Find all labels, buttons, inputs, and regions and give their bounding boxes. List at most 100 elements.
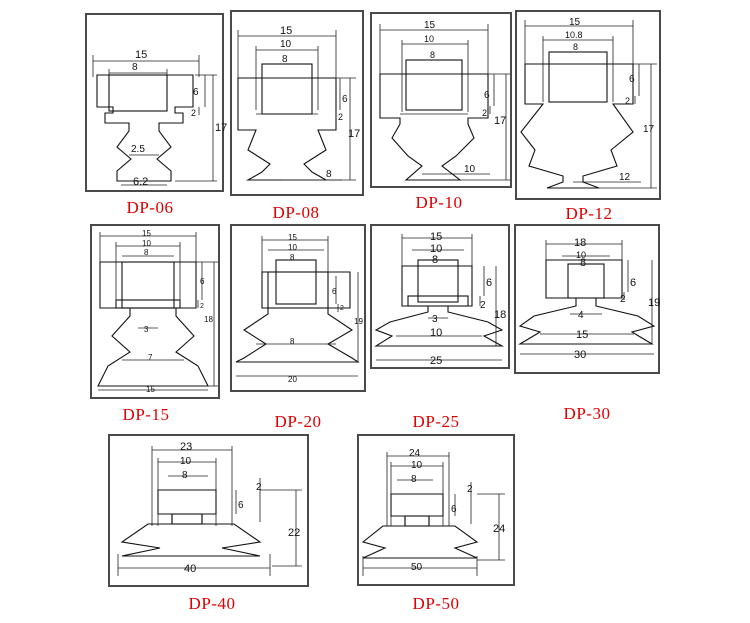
dim-cup-dp25: 10 [430, 327, 442, 339]
dim-upper-dp08: 6 [342, 94, 348, 105]
panel-dp06: 15 8 17 6 2 2.5 6.2 [85, 13, 227, 192]
dim-base-dp20: 20 [288, 375, 297, 384]
dim-mid-dp08: 10 [280, 39, 292, 50]
dim-inner-dp06: 8 [132, 62, 138, 73]
dim-cup-dp10: 10 [464, 164, 476, 175]
dim-cup-dp08: 8 [326, 169, 332, 180]
dim-mid-dp50: 10 [411, 460, 423, 471]
dim-upper-dp40: 6 [238, 500, 244, 511]
panel-dp30: 18 10 8 4 15 30 19 6 2 [514, 224, 660, 374]
dim-base-dp40: 40 [184, 563, 196, 575]
caption-dp10: DP-10 [415, 193, 463, 212]
dim-neck-dp06: 2.5 [131, 144, 145, 155]
dim-inner-dp08: 8 [282, 54, 288, 65]
dim-mid-dp40: 10 [180, 456, 192, 467]
dim-top-dp20: 15 [288, 233, 297, 242]
dim-step-dp15: 2 [200, 303, 204, 310]
dim-upper-dp30: 6 [630, 277, 636, 289]
dim-step-dp12: 2 [625, 96, 630, 106]
dim-top-dp40: 23 [180, 441, 192, 453]
dim-upper-dp50: 6 [451, 504, 457, 515]
caption-dp20: DP-20 [274, 412, 322, 431]
panel-dp40: 23 10 8 40 22 6 2 [108, 434, 309, 587]
dim-cup-dp15: 7 [148, 353, 153, 362]
drawing-dp50: 24 10 8 50 24 6 2 [361, 448, 505, 576]
dim-base-dp30: 30 [574, 349, 586, 361]
dim-step-dp20: 2 [340, 305, 344, 312]
dim-step-dp40: 2 [256, 482, 262, 493]
caption-dp50: DP-50 [412, 594, 460, 613]
caption-dp08: DP-08 [272, 203, 320, 222]
panel-dp25: 15 10 8 3 10 25 18 6 2 [370, 224, 510, 369]
dim-mid-dp30: 10 [576, 250, 586, 260]
dim-height-dp20: 19 [354, 317, 363, 326]
dim-inner-dp10: 8 [430, 50, 435, 60]
dim-step-dp25: 2 [480, 300, 486, 311]
dim-neck-dp25: 3 [432, 314, 438, 325]
dim-mid-dp20: 10 [288, 243, 297, 252]
dim-mid-dp25: 10 [430, 243, 442, 255]
dim-height-dp10: 17 [494, 115, 506, 127]
caption-dp40: DP-40 [188, 594, 236, 613]
dim-neck-dp30: 4 [578, 310, 584, 321]
dim-top-dp06: 15 [135, 49, 147, 61]
drawing-dp20: 15 10 8 8 20 19 6 2 [235, 233, 363, 384]
dim-step-dp08: 2 [338, 112, 343, 122]
dim-upper-dp06: 6 [193, 87, 199, 98]
panel-dp10: 15 10 8 17 6 2 10 [370, 12, 512, 188]
panel-dp50: 24 10 8 50 24 6 2 [357, 434, 515, 586]
dim-top-dp30: 18 [574, 237, 586, 249]
dim-height-dp40: 22 [288, 527, 300, 539]
dim-base-dp50: 50 [411, 562, 423, 573]
caption-dp15: DP-15 [122, 405, 170, 424]
dim-cup-dp12: 12 [619, 172, 631, 183]
dim-height-dp25: 18 [494, 309, 506, 321]
dim-height-dp12: 17 [643, 124, 655, 135]
dim-inner-dp12: 8 [573, 42, 578, 52]
drawing-dp08: 15 10 8 17 6 2 8 [237, 25, 360, 181]
dim-top-dp12: 15 [569, 17, 581, 28]
dim-inner-dp20: 8 [290, 253, 295, 262]
drawing-dp06: 15 8 17 6 2 2.5 6.2 [92, 49, 227, 188]
dim-step-dp06: 2 [191, 108, 196, 118]
dim-base-dp25: 25 [430, 355, 442, 367]
dim-height-dp30: 19 [648, 297, 660, 309]
drawing-dp30: 18 10 8 4 15 30 19 6 2 [518, 237, 660, 361]
drawing-dp40: 23 10 8 40 22 6 2 [117, 441, 302, 576]
dim-upper-dp10: 6 [484, 90, 490, 101]
panel-dp15: 15 10 8 3 7 15 18 6 2 [90, 224, 220, 399]
dim-neck-dp15: 3 [144, 325, 149, 334]
dim-top-dp50: 24 [409, 448, 421, 459]
dim-mid-dp12: 10.8 [565, 30, 583, 40]
dim-top-dp08: 15 [280, 25, 292, 37]
dim-cup-dp30: 15 [576, 329, 588, 341]
dim-cup-dp20: 8 [290, 337, 295, 346]
drawing-dp12: 15 10.8 8 17 6 2 12 [520, 17, 657, 189]
dim-height-dp50: 24 [493, 523, 505, 535]
dim-inner-dp30: 8 [580, 257, 586, 269]
panel-dp08: 15 10 8 17 6 2 8 [230, 10, 364, 196]
dim-step-dp30: 2 [620, 294, 626, 305]
dim-height-dp08: 17 [348, 128, 360, 140]
dim-height-dp15: 18 [204, 315, 213, 324]
dim-upper-dp12: 6 [629, 74, 635, 85]
panel-dp12: 15 10.8 8 17 6 2 12 [515, 10, 661, 200]
dim-top-dp25: 15 [430, 231, 442, 243]
dim-step-dp10: 2 [482, 108, 487, 118]
dim-upper-dp20: 6 [332, 287, 337, 296]
drawing-dp15: 15 10 8 3 7 15 18 6 2 [97, 229, 218, 394]
drawing-dp10: 15 10 8 17 6 2 10 [379, 20, 510, 181]
dim-inner-dp40: 8 [182, 470, 188, 481]
dim-top-dp15: 15 [142, 229, 151, 238]
dim-height-dp06: 17 [215, 122, 227, 134]
dim-base-dp15: 15 [146, 385, 155, 394]
dim-cup-dp06: 6.2 [133, 176, 148, 188]
dim-top-dp10: 15 [424, 20, 436, 31]
panel-dp20: 15 10 8 8 20 19 6 2 [230, 224, 366, 392]
caption-dp12: DP-12 [565, 204, 613, 223]
caption-dp30: DP-30 [563, 404, 611, 423]
dim-inner-dp50: 8 [411, 474, 417, 485]
dim-mid-dp15: 10 [142, 239, 151, 248]
caption-dp06: DP-06 [126, 198, 174, 217]
dim-mid-dp10: 10 [424, 34, 434, 44]
